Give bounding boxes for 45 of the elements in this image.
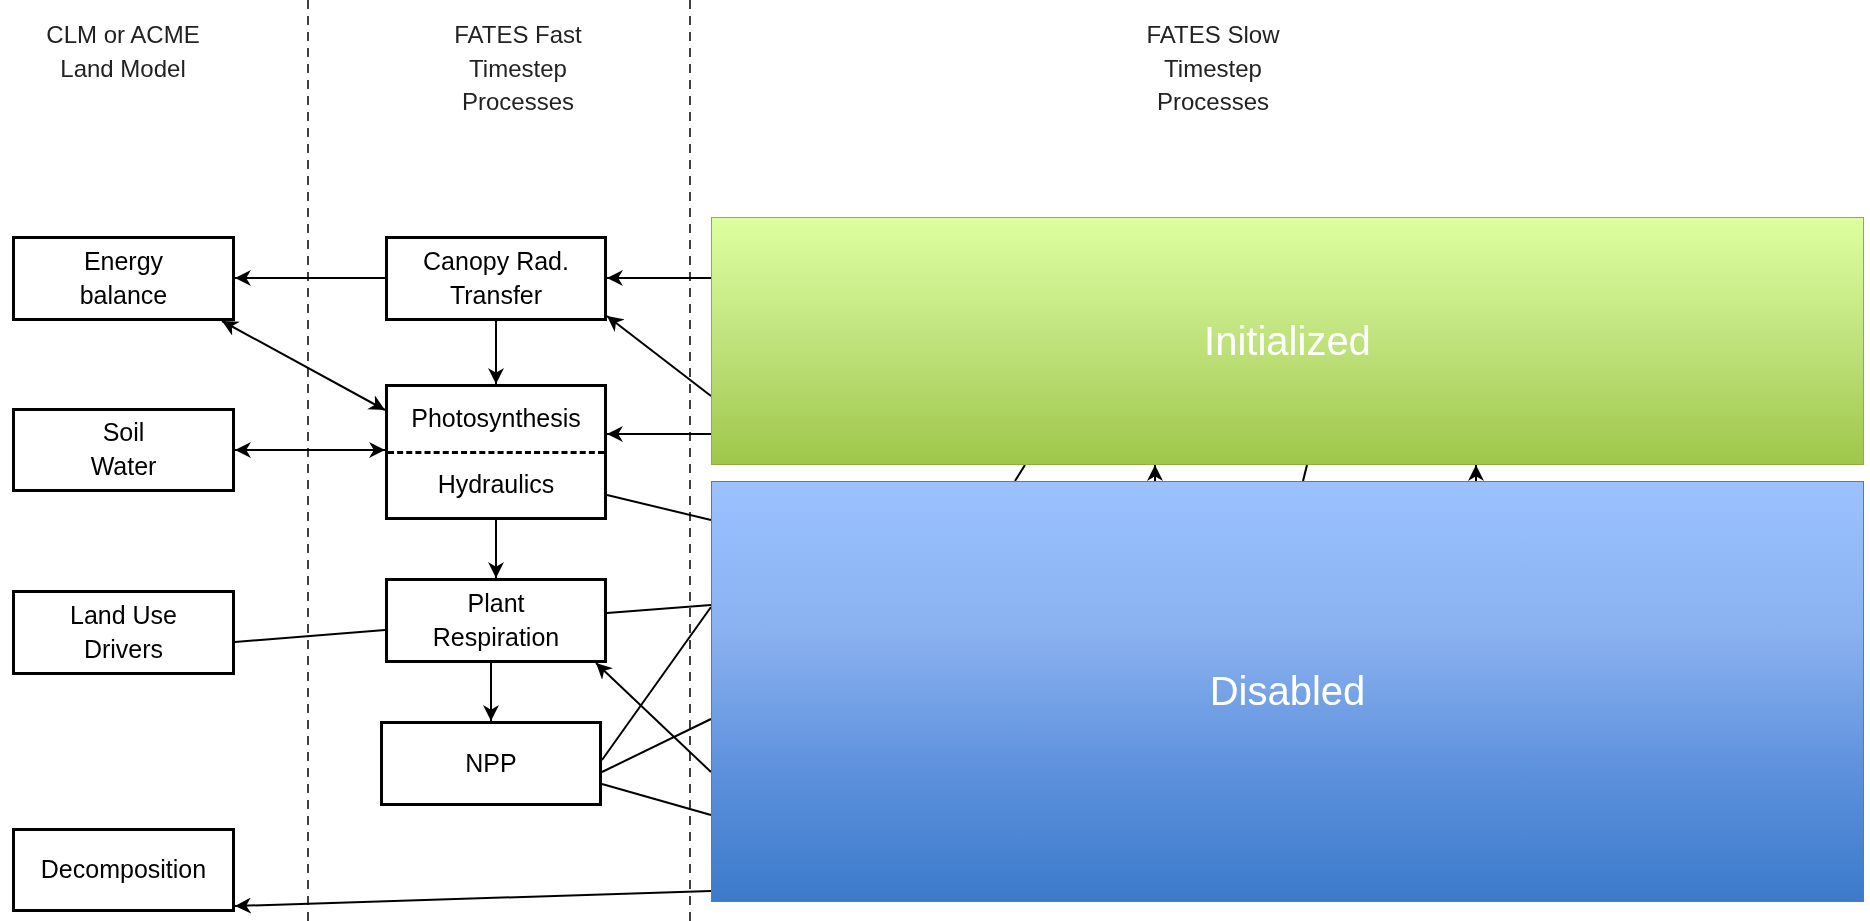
connector-line — [601, 606, 712, 761]
connector-line — [606, 494, 712, 521]
arrow — [1468, 464, 1484, 482]
process-box — [12, 408, 235, 492]
status-panel — [711, 217, 1864, 465]
arrow — [606, 426, 712, 442]
arrow — [221, 320, 386, 411]
process-box — [380, 721, 602, 806]
process-box — [12, 828, 235, 912]
box-label: Soil Water — [89, 417, 158, 482]
process-box — [385, 384, 607, 520]
connector-line — [606, 604, 712, 614]
arrow — [488, 519, 504, 579]
process-box — [385, 236, 607, 321]
arrow — [606, 315, 712, 397]
process-box — [385, 578, 607, 663]
box-label: NPP — [465, 747, 517, 779]
arrow — [234, 442, 386, 458]
box-label: Hydraulics — [437, 469, 555, 501]
arrow — [1147, 464, 1163, 482]
connector-line — [234, 629, 386, 643]
box-label: Decomposition — [40, 854, 207, 886]
arrow — [488, 320, 504, 385]
connector-line — [1014, 464, 1026, 482]
connector-line — [1302, 464, 1308, 482]
connector-line — [601, 718, 712, 773]
arrow — [234, 890, 712, 914]
box-label: Photosynthesis — [411, 402, 581, 434]
process-box — [12, 590, 235, 675]
column-heading: FATES Slow Timestep Processes — [1145, 20, 1281, 118]
box-label: Plant Respiration — [431, 587, 561, 653]
connector-line — [601, 783, 712, 816]
box-label: Initialized — [1204, 318, 1371, 364]
column-heading: CLM or ACME Land Model — [45, 20, 201, 84]
arrow — [606, 270, 712, 286]
process-box — [12, 236, 235, 321]
arrow — [234, 270, 386, 286]
arrow — [595, 662, 712, 773]
box-label: Disabled — [1209, 669, 1366, 714]
box-label: Land Use Drivers — [69, 599, 178, 665]
status-panel — [711, 481, 1864, 902]
box-label: Energy balance — [78, 245, 169, 311]
column-heading: FATES Fast Timestep Processes — [453, 20, 583, 118]
box-label: Canopy Rad. Transfer — [422, 245, 570, 311]
arrow — [483, 662, 499, 722]
